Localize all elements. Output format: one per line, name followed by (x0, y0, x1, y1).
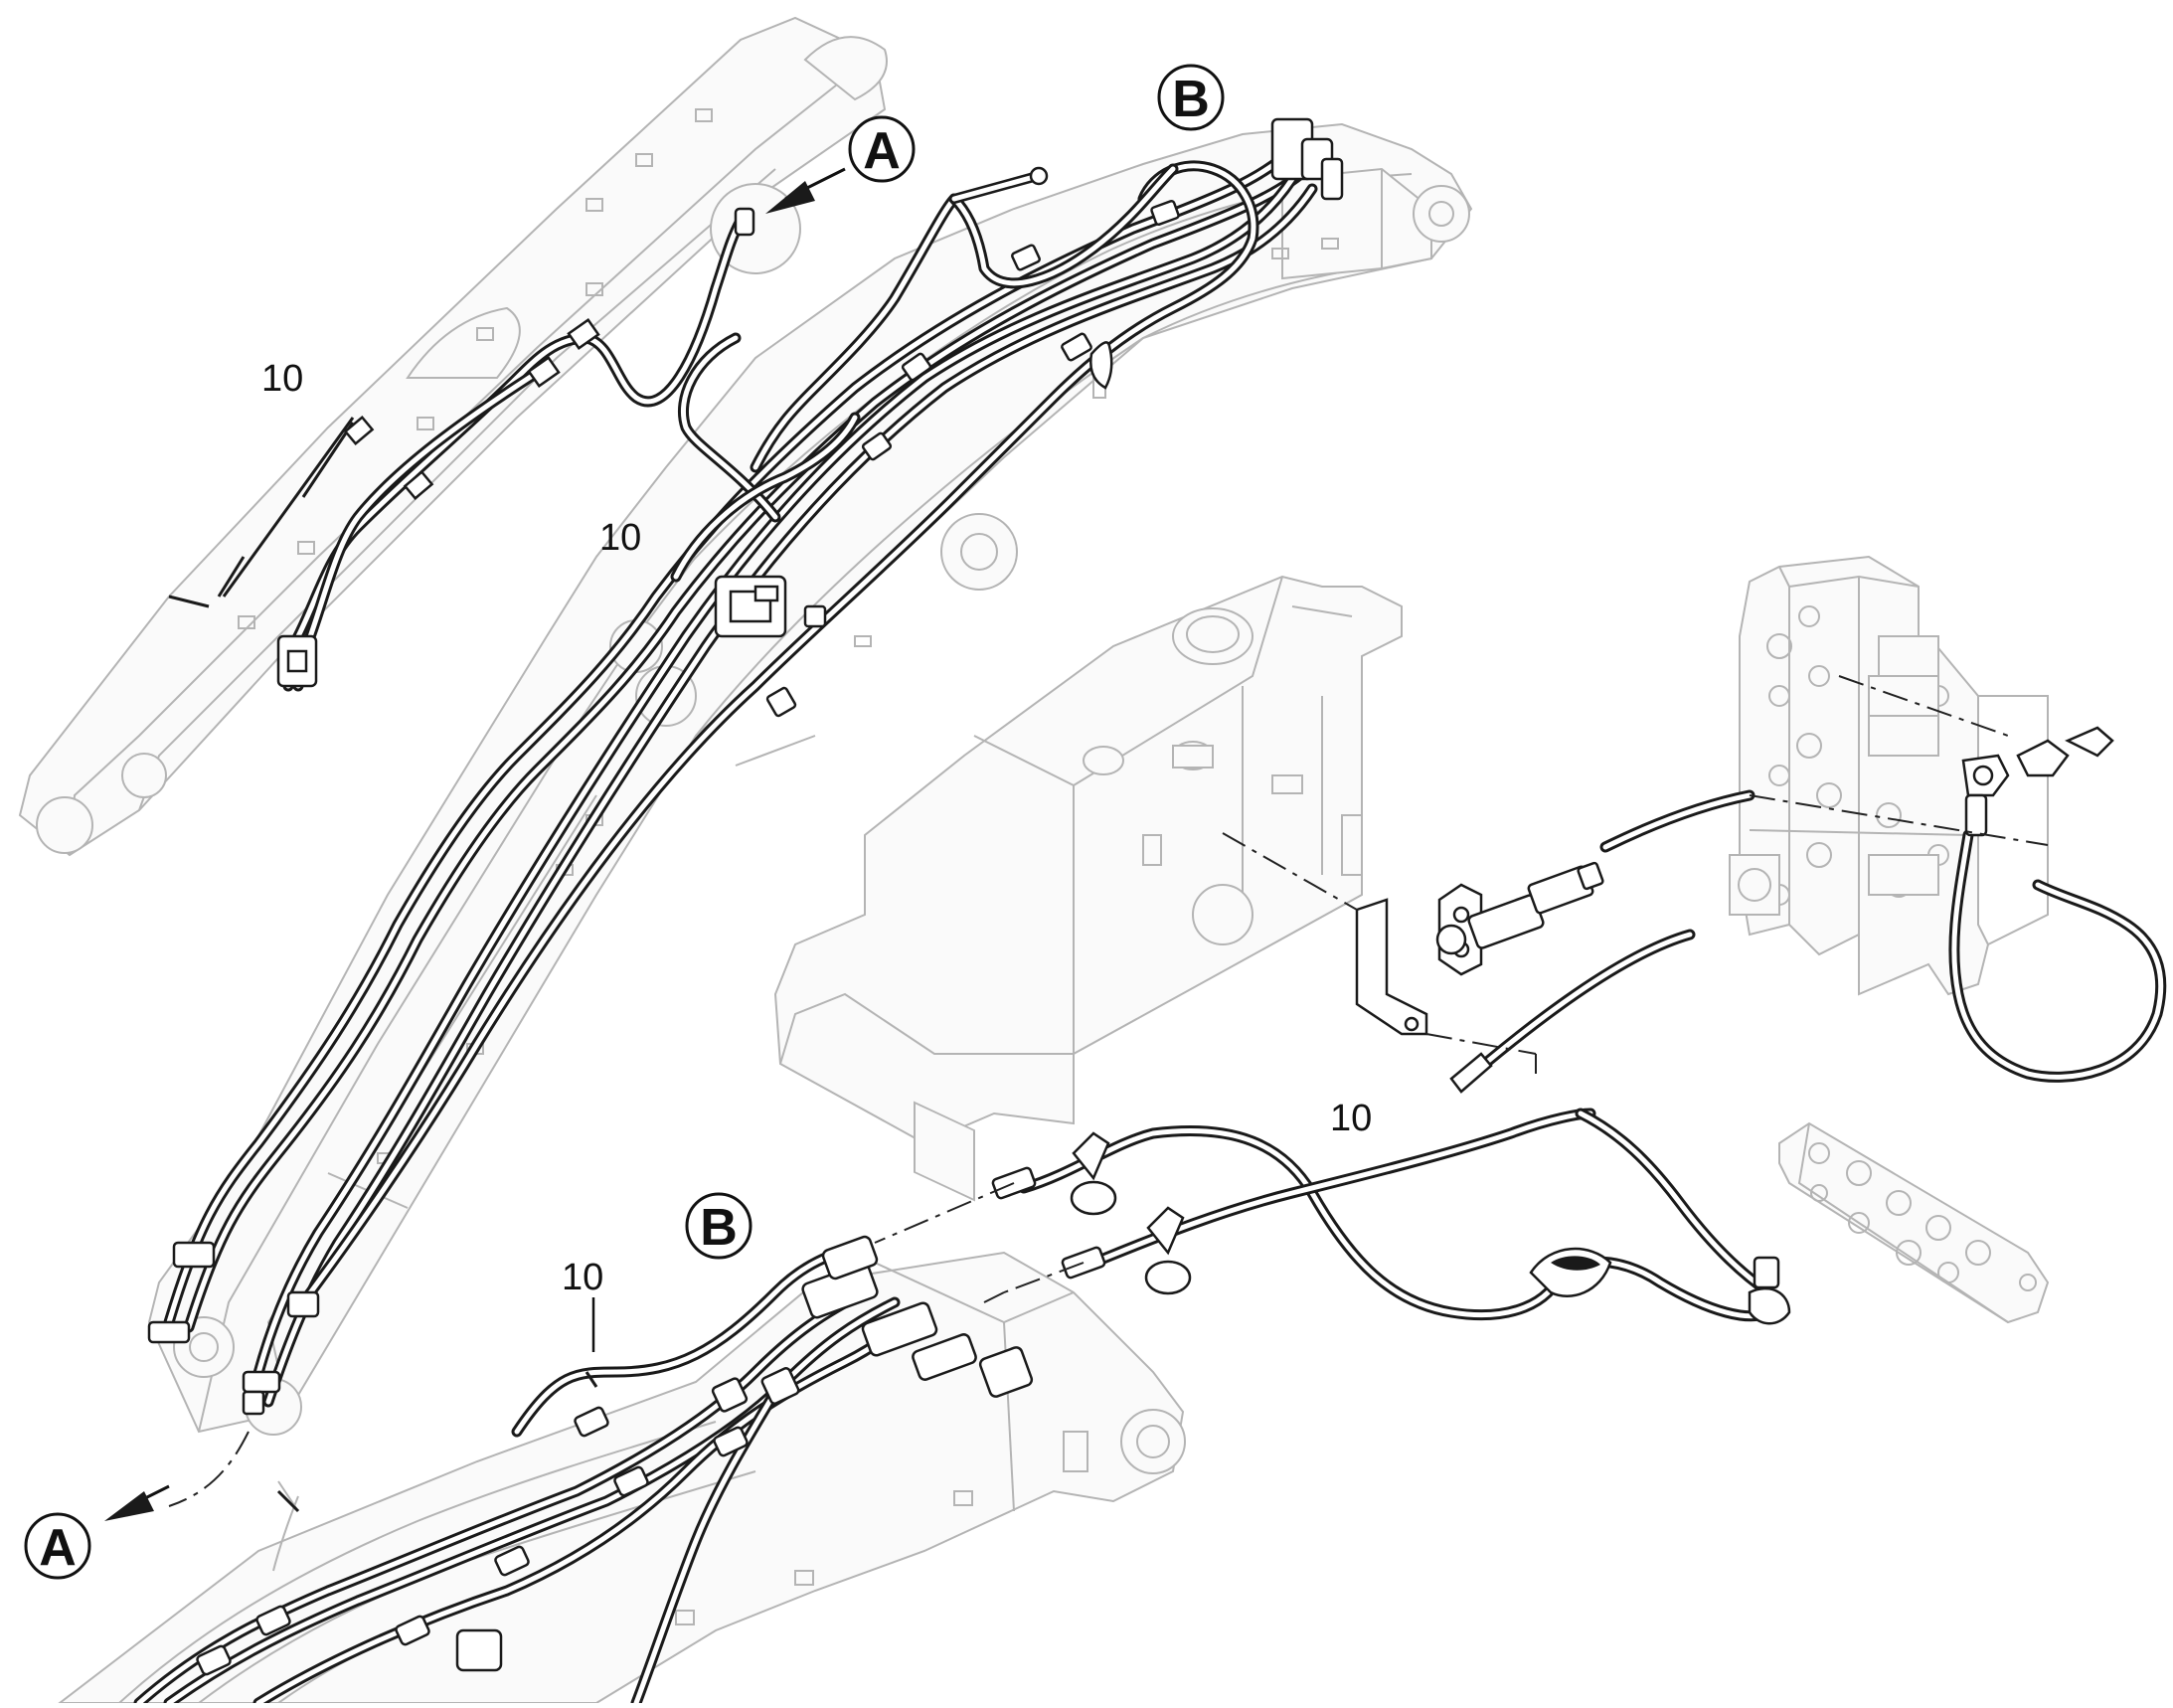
bracket-fitting (1355, 789, 1755, 1094)
lower-boom-hoses (133, 1235, 1034, 1708)
callout-b-bottom-label: B (700, 1199, 738, 1257)
arm-hose-line (168, 207, 755, 692)
manifold-block (1778, 1121, 2050, 1324)
view-arrow-a-bottom (104, 1484, 170, 1521)
item-10-lower-boom: 10 (562, 1257, 603, 1298)
callout-a-top-label: A (863, 122, 901, 180)
callout-a-bottom: A (24, 1512, 91, 1580)
valve-return-hose (1948, 726, 2167, 1083)
callout-a-top: A (848, 115, 916, 183)
item-10-hose: 10 (1330, 1098, 1372, 1139)
callout-b-top: B (1157, 64, 1225, 131)
return-hose-assembly (991, 1108, 1791, 1325)
item-10-arm: 10 (261, 358, 303, 400)
callout-a-bottom-label: A (39, 1519, 77, 1577)
control-valve-block (1729, 555, 2049, 996)
callout-b-top-label: B (1172, 71, 1210, 128)
item-10-boom: 10 (599, 517, 641, 559)
boom-hose-lines (147, 117, 1344, 1507)
callout-b-bottom: B (685, 1192, 752, 1260)
view-arrow-a-top (765, 167, 846, 214)
leader-lines (874, 675, 2049, 1303)
